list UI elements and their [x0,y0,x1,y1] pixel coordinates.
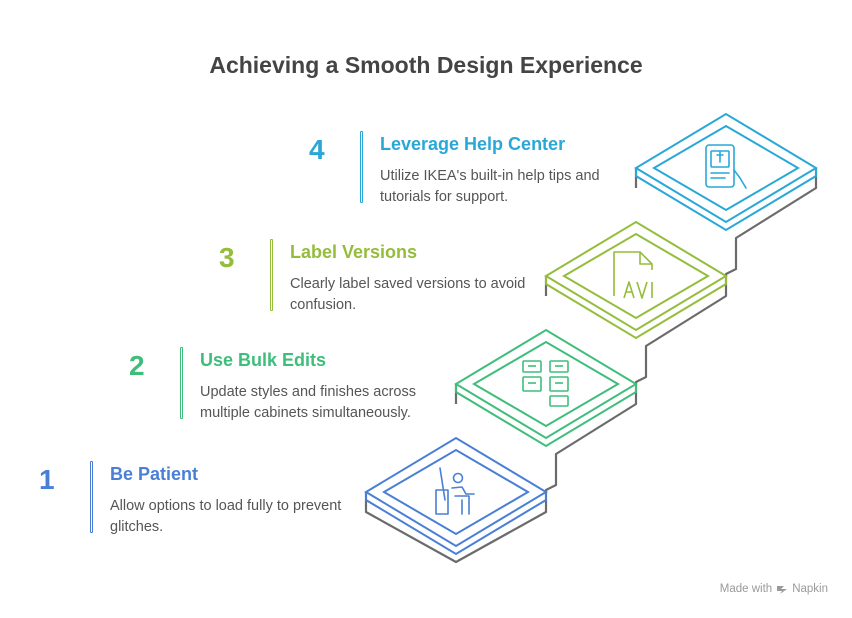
step-1-description: Allow options to load fully to prevent g… [110,498,342,535]
step-1-number: 1 [39,464,55,495]
step-4-tile [634,112,818,232]
step-2-description: Update styles and finishes across multip… [200,384,416,421]
step-4-number: 4 [309,134,325,165]
step-4-bar [360,131,363,203]
step-2-title: Use Bulk Edits [200,350,327,370]
avi-file-icon [613,251,653,299]
step-3-number: 3 [219,242,235,273]
step-1-tile [364,436,548,556]
step-1-bar [90,461,93,533]
made-with-label: Made with [719,583,773,595]
step-4-description: Utilize IKEA's built-in help tips and tu… [380,168,600,205]
step-2-bar [180,347,183,419]
step-2-tile [454,328,638,448]
step-1-title: Be Patient [110,464,199,484]
diagram-title: Achieving a Smooth Design Experience [209,52,643,78]
step-3-bar [270,239,273,311]
napkin-logo-icon [777,586,788,594]
step-3-description: Clearly label saved versions to avoid co… [290,276,526,313]
step-3-title: Label Versions [290,242,418,262]
cabinets-icon [522,360,569,407]
napkin-credit: Made with Napkin [720,583,828,595]
medical-tablet-icon [705,144,747,189]
step-3-tile [544,220,728,340]
step-2-number: 2 [129,350,145,381]
step-4-title: Leverage Help Center [380,134,566,154]
staircase-outline [364,168,818,564]
person-at-desk-icon [435,467,475,515]
napkin-brand: Napkin [792,583,828,595]
